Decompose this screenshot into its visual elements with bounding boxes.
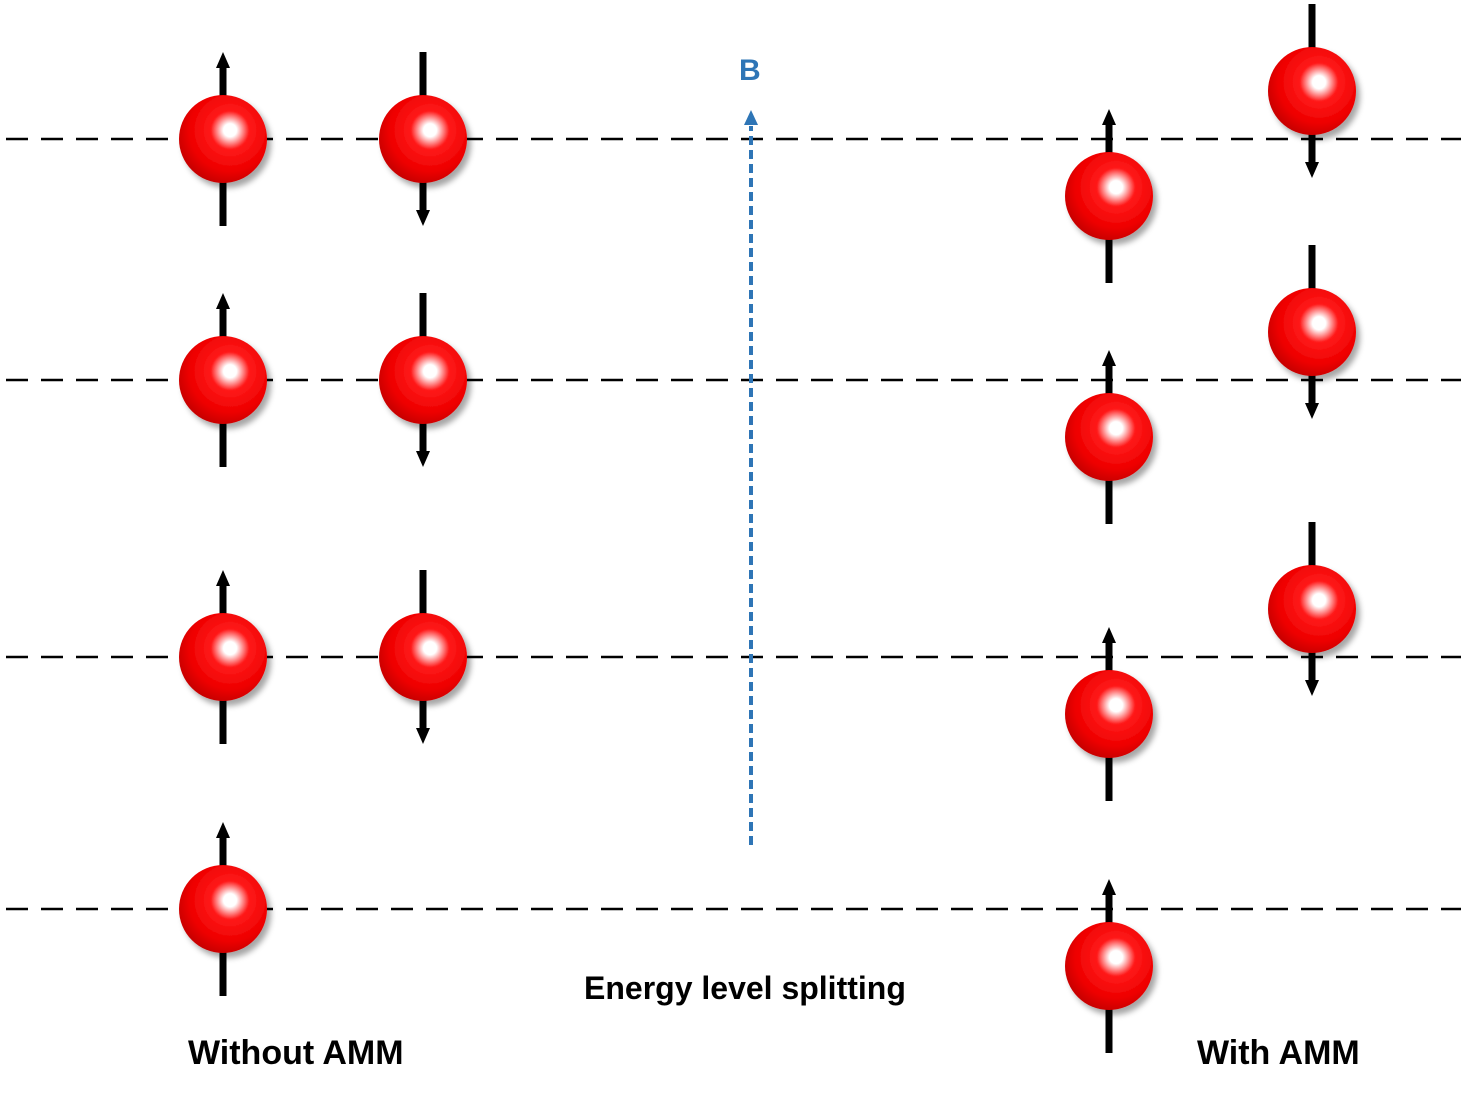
spin-down-arrow-head — [1305, 403, 1319, 419]
field-label: B — [739, 54, 761, 87]
particle-ball — [379, 95, 467, 183]
without-amm-label: Without AMM — [188, 1034, 404, 1072]
with-amm-label: With AMM — [1197, 1034, 1360, 1072]
level-2-without-amm-spin-up — [179, 570, 267, 744]
level-2-with-amm-spin-down — [1268, 522, 1356, 696]
level-3-without-amm-spin-up — [179, 293, 267, 467]
particle-ball — [1065, 922, 1153, 1010]
spin-down-arrow-head — [416, 451, 430, 467]
particle-ball — [179, 865, 267, 953]
spin-up-arrow-head — [216, 52, 230, 68]
energy-levels-group — [6, 137, 1461, 911]
particle-ball — [1065, 393, 1153, 481]
spin-down-arrow-head — [1305, 162, 1319, 178]
spin-down-arrow-head — [1305, 680, 1319, 696]
caption-label: Energy level splitting — [584, 970, 906, 1006]
particles-group — [179, 4, 1356, 1053]
level-2-with-amm-spin-up — [1065, 627, 1153, 801]
particle-ball — [1065, 152, 1153, 240]
spin-up-arrow-head — [1102, 109, 1116, 125]
spin-up-arrow-head — [216, 293, 230, 309]
level-4-with-amm-spin-down — [1268, 4, 1356, 178]
field-arrow-head — [744, 110, 758, 125]
level-4-without-amm-spin-down — [379, 52, 467, 226]
level-3-with-amm-spin-up — [1065, 350, 1153, 524]
level-4-without-amm-spin-up — [179, 52, 267, 226]
spin-up-arrow-head — [216, 570, 230, 586]
spin-down-arrow-head — [416, 728, 430, 744]
particle-ball — [179, 95, 267, 183]
level-2-without-amm-spin-down — [379, 570, 467, 744]
particle-ball — [1268, 47, 1356, 135]
level-4-with-amm-spin-up — [1065, 109, 1153, 283]
particle-ball — [379, 336, 467, 424]
particle-ball — [179, 336, 267, 424]
level-1-with-amm-spin-up — [1065, 879, 1153, 1053]
particle-ball — [179, 613, 267, 701]
magnetic-field-group — [744, 110, 758, 845]
particle-ball — [1268, 565, 1356, 653]
spin-up-arrow-head — [1102, 350, 1116, 366]
particle-ball — [1268, 288, 1356, 376]
level-3-with-amm-spin-down — [1268, 245, 1356, 419]
spin-up-arrow-head — [216, 822, 230, 838]
spin-up-arrow-head — [1102, 627, 1116, 643]
particle-ball — [379, 613, 467, 701]
spin-down-arrow-head — [416, 210, 430, 226]
spin-up-arrow-head — [1102, 879, 1116, 895]
particle-ball — [1065, 670, 1153, 758]
level-3-without-amm-spin-down — [379, 293, 467, 467]
level-1-without-amm-spin-up — [179, 822, 267, 996]
